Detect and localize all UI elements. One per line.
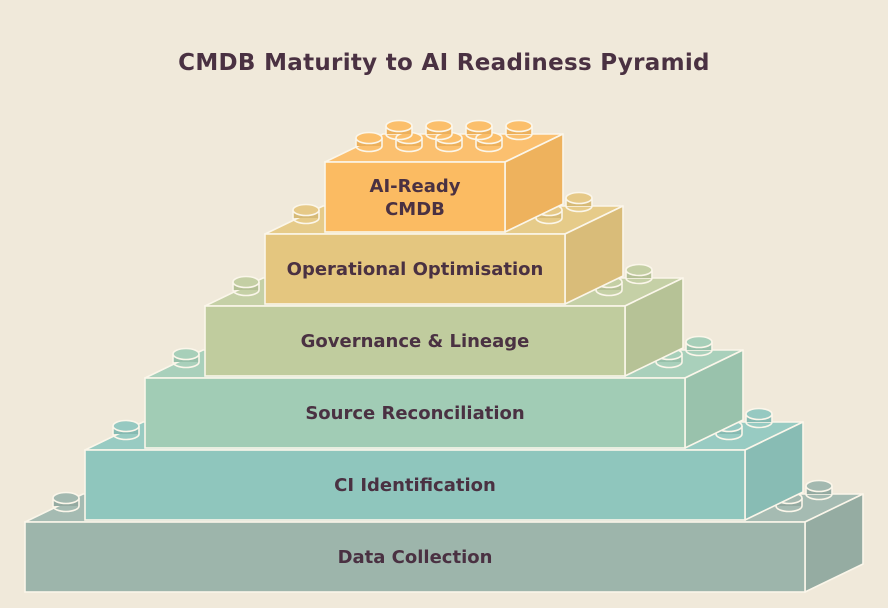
stud [505, 119, 533, 141]
level-front-face [264, 233, 566, 305]
level-label: CI Identification [334, 475, 496, 496]
stud [385, 119, 413, 141]
stud [52, 491, 80, 513]
stud [625, 263, 653, 285]
stud [465, 119, 493, 141]
level-label: Governance & Lineage [301, 331, 530, 352]
level-front-face [204, 305, 626, 377]
level-front-face [324, 161, 506, 233]
stud [355, 131, 383, 153]
level-label: Source Reconciliation [305, 403, 524, 424]
stud [745, 407, 773, 429]
stud [292, 203, 320, 225]
stud [425, 119, 453, 141]
level-front-face [144, 377, 686, 449]
level-front-face [84, 449, 746, 521]
stud [112, 419, 140, 441]
level-label: Operational Optimisation [287, 259, 544, 280]
stud [805, 479, 833, 501]
stud [172, 347, 200, 369]
diagram-title: CMDB Maturity to AI Readiness Pyramid [178, 50, 710, 76]
level-label: Data Collection [338, 547, 493, 568]
level-front-face [24, 521, 806, 593]
stud [232, 275, 260, 297]
stud [685, 335, 713, 357]
stud [395, 131, 423, 153]
stud [565, 191, 593, 213]
